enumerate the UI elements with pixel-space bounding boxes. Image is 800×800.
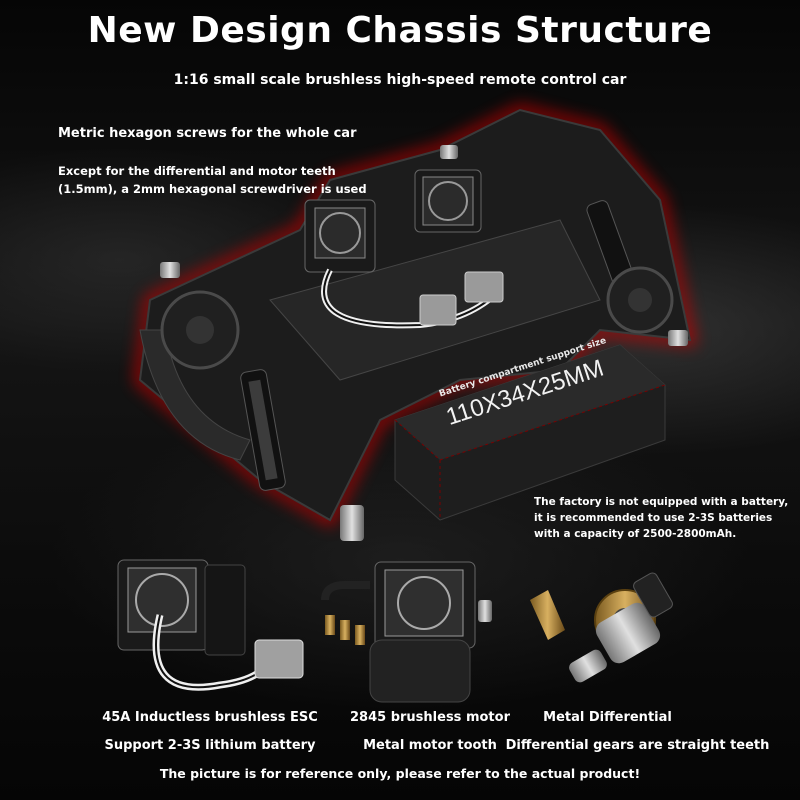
chassis (138, 108, 692, 541)
esc-caption: 45A Inductless brushless ESC (102, 710, 318, 725)
page-title: New Design Chassis Structure (87, 10, 713, 51)
battery-block (394, 344, 666, 521)
differential-component (530, 572, 673, 683)
disclaimer: The picture is for reference only, pleas… (159, 766, 641, 781)
motor-detail: Metal motor tooth (363, 738, 497, 753)
battery-note: The factory is not equipped with a batte… (534, 496, 789, 540)
screwdriver-note: Except for the differential and motor te… (58, 164, 367, 196)
esc-detail: Support 2-3S lithium battery (104, 738, 316, 753)
motor-caption: 2845 brushless motor (350, 710, 510, 725)
motor-component (321, 561, 492, 703)
esc-component (117, 559, 304, 691)
chassis-esc (304, 199, 376, 273)
differential-caption: Metal Differential (543, 710, 672, 725)
screws-note: Metric hexagon screws for the whole car (58, 126, 357, 141)
page-subtitle: 1:16 small scale brushless high-speed re… (173, 72, 627, 88)
front-shock (240, 369, 286, 491)
differential-detail: Differential gears are straight teeth (505, 738, 770, 753)
chassis-motor (414, 169, 482, 233)
